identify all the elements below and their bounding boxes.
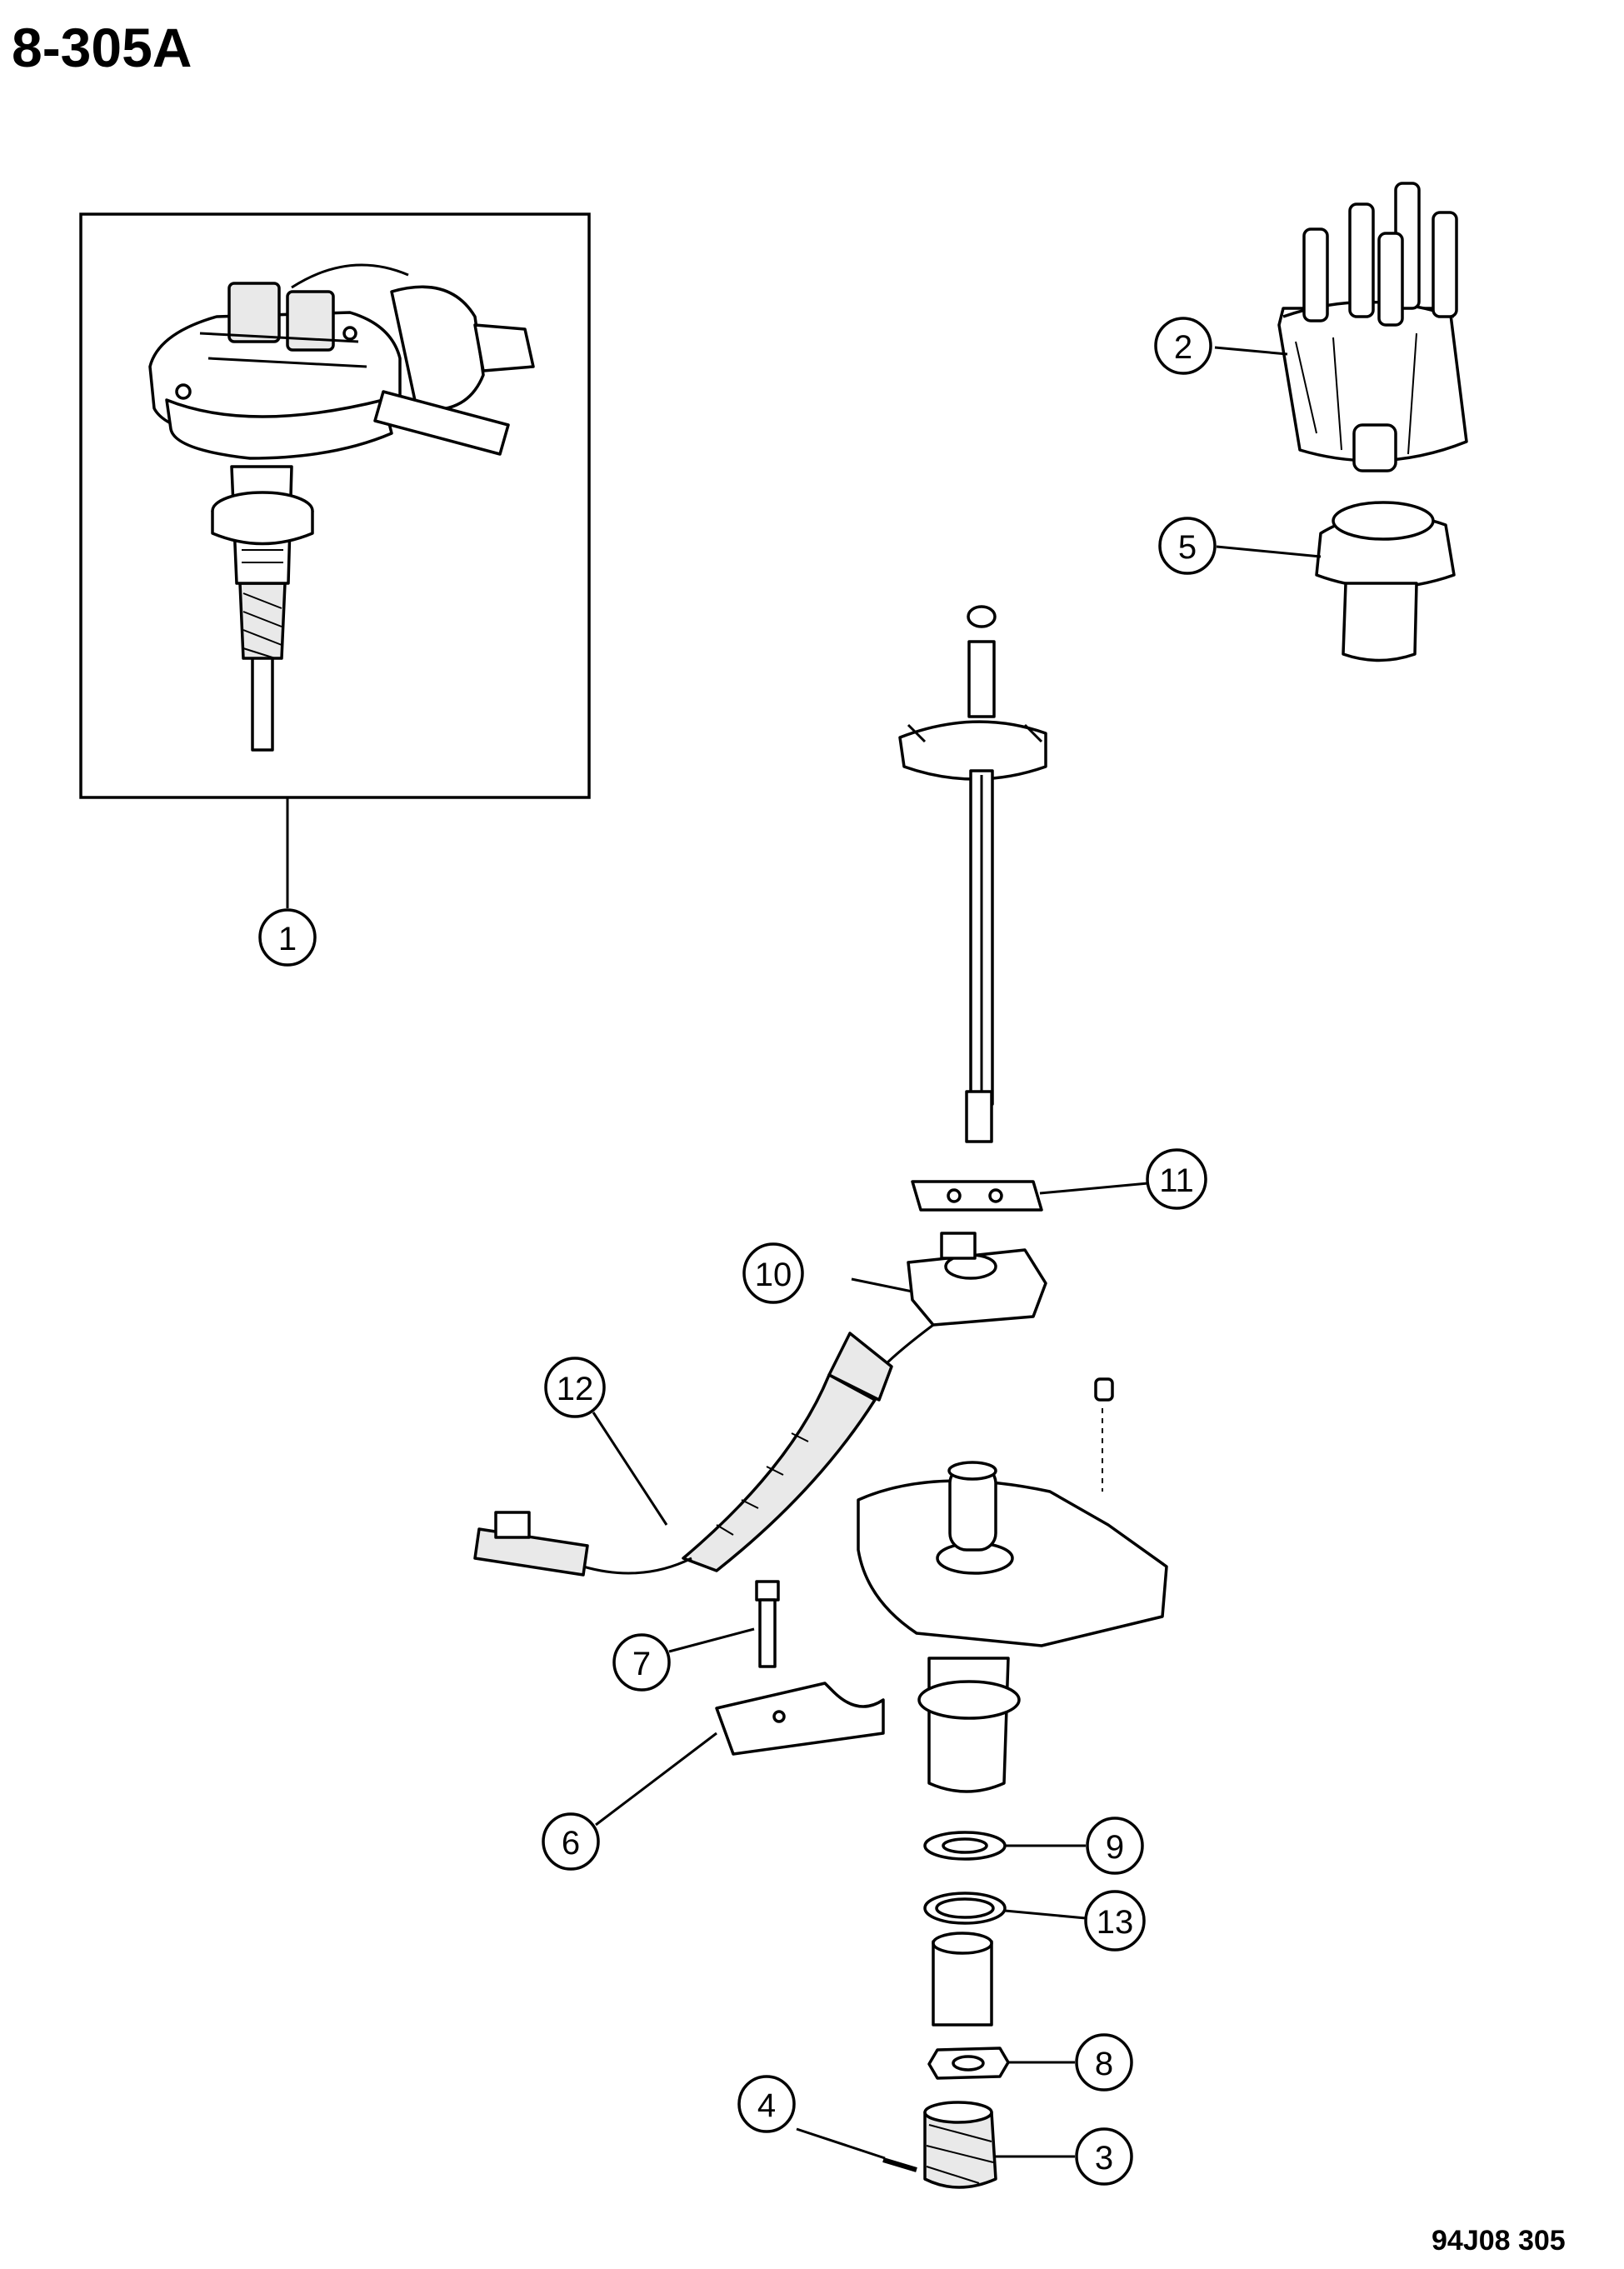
callout-11-label: 11 <box>1159 1162 1194 1199</box>
callout-1-label: 1 <box>278 921 297 957</box>
callout-13: 13 <box>1084 1890 1146 1952</box>
spacer-sleeve <box>932 1932 993 2027</box>
wiring-harness <box>473 1323 934 1577</box>
callout-7-label: 7 <box>632 1646 651 1682</box>
thrust-washer <box>923 1831 1086 1861</box>
distributor-cap <box>1214 182 1468 472</box>
callout-4-label: 4 <box>757 2087 776 2124</box>
callout-2-label: 2 <box>1174 329 1192 366</box>
inset-frame <box>79 212 591 799</box>
callout-10-label: 10 <box>755 1257 792 1293</box>
callout-11: 11 <box>1146 1148 1207 1210</box>
page-code: 8-305A <box>12 17 192 78</box>
callout-7: 7 <box>612 1633 671 1692</box>
callout-3: 3 <box>1075 2127 1133 2186</box>
callout-2: 2 <box>1154 317 1212 375</box>
o-ring-seal <box>923 1892 1087 1925</box>
rotor <box>1216 501 1456 662</box>
distributor-housing <box>857 1377 1168 1793</box>
callout-4: 4 <box>737 2075 796 2133</box>
figure-reference: 94J08 305 <box>1432 2225 1566 2257</box>
callout-1: 1 <box>258 908 317 967</box>
hold-down-clamp <box>595 1682 885 1827</box>
callout-6-label: 6 <box>562 1825 580 1862</box>
callout-9: 9 <box>1086 1817 1144 1875</box>
callout-13-label: 13 <box>1097 1904 1134 1941</box>
callout-9-label: 9 <box>1106 1829 1124 1866</box>
shaft-assembly <box>898 605 1047 1143</box>
callout-5-label: 5 <box>1178 529 1197 566</box>
callout-5: 5 <box>1158 517 1217 575</box>
callout-8: 8 <box>1075 2033 1133 2092</box>
callout-12-label: 12 <box>557 1371 594 1407</box>
callout-6: 6 <box>542 1812 600 1871</box>
callout-10: 10 <box>742 1242 804 1304</box>
callout-8-label: 8 <box>1095 2046 1113 2082</box>
shutter-plate <box>911 1180 1149 1212</box>
drive-gear <box>923 2101 1075 2189</box>
pickup-assembly <box>851 1232 1047 1327</box>
roll-pin <box>796 2127 917 2172</box>
assembled-distributor-inset <box>79 212 591 908</box>
hold-down-bolt <box>668 1580 780 1668</box>
callout-3-label: 3 <box>1095 2140 1113 2177</box>
gear-nut <box>927 2047 1075 2080</box>
callout-12: 12 <box>544 1357 606 1418</box>
